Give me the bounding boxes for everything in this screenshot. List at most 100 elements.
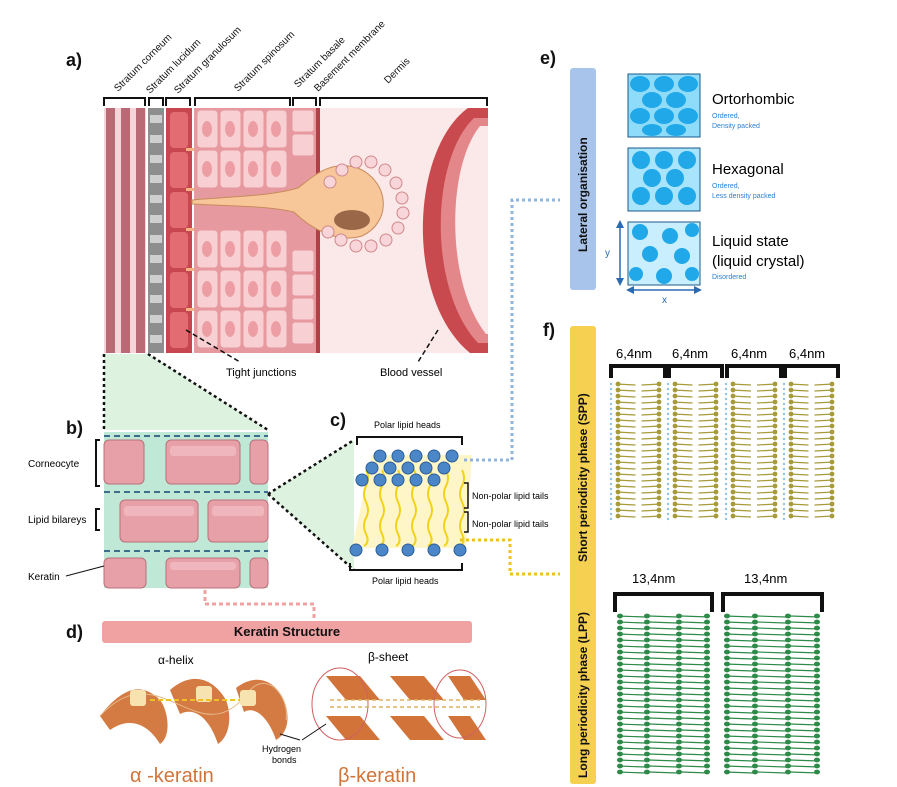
lpp-lipid-tail [648,699,678,702]
lpp-lipid-tail [789,705,820,708]
lpp-lipid-head [644,757,651,763]
lpp-lipid-head [704,721,710,727]
lpp-lipid-head [676,745,683,751]
spp-water-dot [666,492,670,496]
spp-lipid-head [829,459,835,465]
lpp-lipid-tail [756,639,787,642]
lpp-lipid-head [814,715,820,721]
spp-lipid-head [713,429,719,435]
spp-lipid-head [656,423,662,429]
spp-water-dot [782,497,786,501]
lpp-lipid-head [724,697,730,703]
spp-water-dot [782,457,786,461]
lpp-lipid-head [644,751,651,757]
spp-lipid-head [672,465,678,471]
lpp-lipid-head [676,625,683,631]
spp-lipid-head [730,471,736,477]
spp-lipid-head [672,483,678,489]
lpp-lipid-head [617,733,623,739]
lpp-lipid-head [724,769,730,775]
spp-lipid-head [656,471,662,477]
spp-water-dot [666,412,670,416]
lpp-lipid-head [676,763,683,769]
spp-lipid-head [656,483,662,489]
spp-lipid-head [656,411,662,417]
lpp-lipid-tail [789,759,820,762]
spp-water-dot [724,512,728,516]
spp-lipid-head [788,435,794,441]
lpp-lipid-head [724,757,730,763]
spp-lipid-head [730,429,736,435]
lpp-lipid-head [752,703,758,709]
lpp-lipid-tail [789,651,820,654]
lpp-lipid-tail [789,633,820,636]
spp-lipid-head [713,471,719,477]
spp-water-dot [724,412,728,416]
spp-lipid-head [788,399,794,405]
lpp-lipid-tail [756,645,787,648]
spp-lipid-head [772,507,778,513]
lpp-lipid-head [676,751,683,757]
lpp-lipid-tail [756,657,787,660]
spp-water-dot [666,427,670,431]
spp-water-dot [724,497,728,501]
lpp-lipid-head [617,619,623,625]
lpp-lipid-head [617,691,623,697]
lpp-lipid-head [676,697,683,703]
spp-water-dot [724,507,728,511]
lpp-lipid-head [724,739,730,745]
spp-lipid-head [788,465,794,471]
spp-lipid-head [713,447,719,453]
lpp-lipid-head [644,673,651,679]
spp-water-dot [666,512,670,516]
spp-water-dot [782,442,786,446]
lpp-lipid-head [785,613,791,619]
spp-water-dot [724,447,728,451]
spp-water-dot [724,437,728,441]
spp-lipid-head [713,453,719,459]
spp-water-dot [609,442,613,446]
lpp-lipid-head [704,739,710,745]
blood-vessel-label: Blood vessel [380,367,442,379]
lpp-lipid-head [704,769,710,775]
lpp-lipid-tail [648,657,678,660]
spp-lipid-head [713,459,719,465]
lpp-lipid-head [676,661,683,667]
spp-lipid-head [615,513,621,519]
lpp-lipid-head [644,679,651,685]
spp-water-dot [666,387,670,391]
spp-water-dot [782,392,786,396]
lpp-lipid-head [676,685,683,691]
lpp-lipid-head [644,637,651,643]
lpp-lipid-head [814,619,820,625]
lpp-lipid-head [644,655,651,661]
spp-lipid-head [656,507,662,513]
lpp-lipid-head [617,613,623,619]
tails-label-2: Non-polar lipid tails [472,519,549,529]
spp-lipid-head [730,495,736,501]
lpp-lipid-tail [756,699,787,702]
spp-water-dot [782,507,786,511]
lpp-lipid-head [752,745,758,751]
spp-lipid-head [656,459,662,465]
spp-lipid-head [730,411,736,417]
lpp-lipid-head [704,709,710,715]
spp-water-dot [666,407,670,411]
spp-water-dot [666,462,670,466]
lpp-lipid-head [617,631,623,637]
lpp-lipid-tail [789,735,820,738]
lpp-lipid-head [676,649,683,655]
lpp-lipid-head [617,673,623,679]
lpp-lipid-head [814,685,820,691]
lpp-lipid-tail [789,615,820,618]
lpp-lipid-head [814,703,820,709]
spp-water-dot [782,417,786,421]
lpp-lipid-head [617,643,623,649]
spp-lipid-head [772,465,778,471]
lpp-lipid-head [704,643,710,649]
lpp-lipid-tail [648,627,678,630]
spp-lipid-head [656,387,662,393]
